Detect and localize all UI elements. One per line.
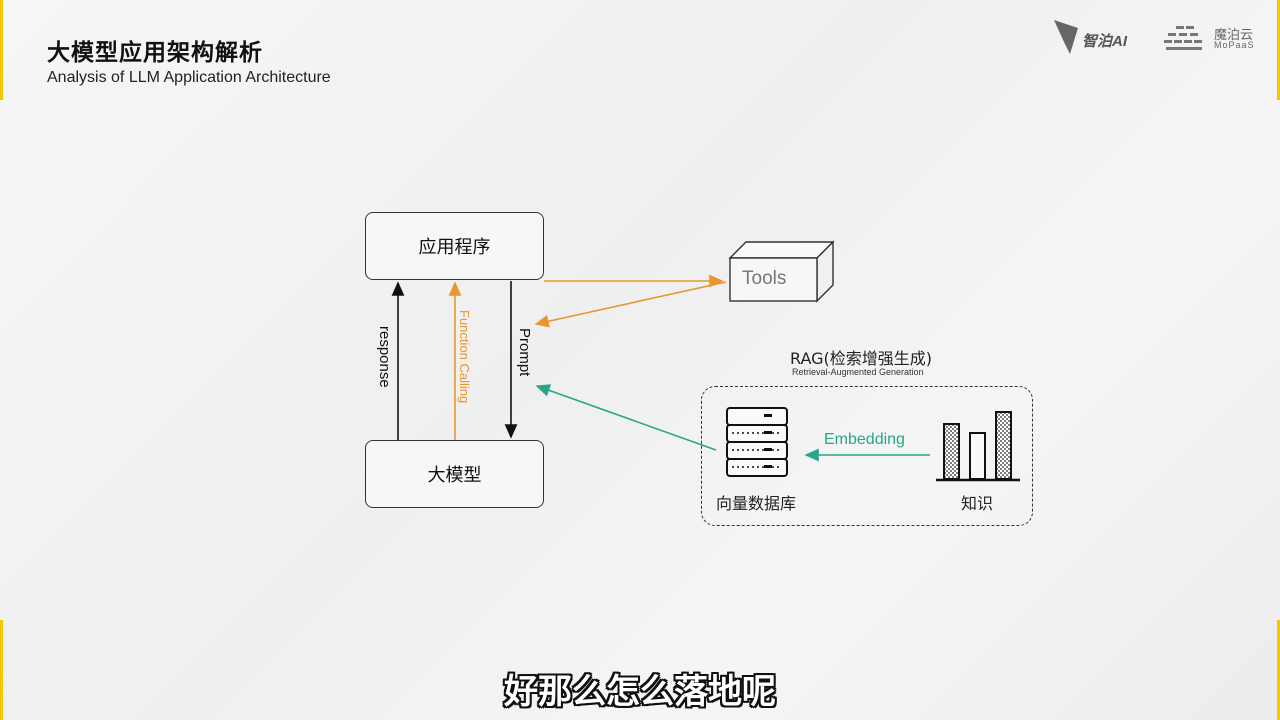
mopaas-logo-text-en: MoPaaS [1214, 40, 1255, 50]
page-title: 大模型应用架构解析 [47, 40, 263, 66]
rag-box [701, 386, 1033, 526]
prompt-label: Prompt [516, 328, 533, 377]
rag-title: RAG(检索增强生成) [790, 349, 933, 368]
knowledge-icon [936, 411, 1020, 482]
rag-to-prompt-arrow [535, 384, 717, 451]
knowledge-label: 知识 [961, 494, 994, 513]
rag-subtitle: Retrieval-Augmented Generation [792, 367, 924, 377]
tools-to-prompt-arrow [534, 281, 727, 328]
database-icon [726, 407, 788, 477]
embedding-label: Embedding [824, 431, 905, 448]
corner-mark-br [1277, 620, 1280, 720]
corner-mark-bl [0, 620, 3, 720]
corner-mark-tl [0, 0, 3, 100]
tools-box [728, 240, 835, 303]
mopaas-logo-text-cn: 魔泊云 [1214, 28, 1254, 43]
mopaas-logo-icon [1164, 26, 1202, 50]
tools-label: Tools [742, 268, 787, 289]
function-calling-label: Function Calling [457, 310, 472, 404]
llm-box: 大模型 [365, 440, 544, 508]
zhipo-logo: 智泊AI [1052, 18, 1142, 58]
response-label: response [376, 326, 393, 388]
mopaas-logo: 魔泊云 MoPaaS [1162, 24, 1262, 54]
video-subtitle: 好那么怎么落地呢 [504, 672, 776, 712]
corner-mark-tr [1277, 0, 1280, 100]
app-box: 应用程序 [365, 212, 544, 280]
zhipo-logo-icon [1054, 20, 1078, 54]
vector-db-label: 向量数据库 [716, 494, 797, 513]
zhipo-logo-text: 智泊AI [1082, 33, 1128, 50]
page-subtitle: Analysis of LLM Application Architecture [47, 69, 331, 86]
